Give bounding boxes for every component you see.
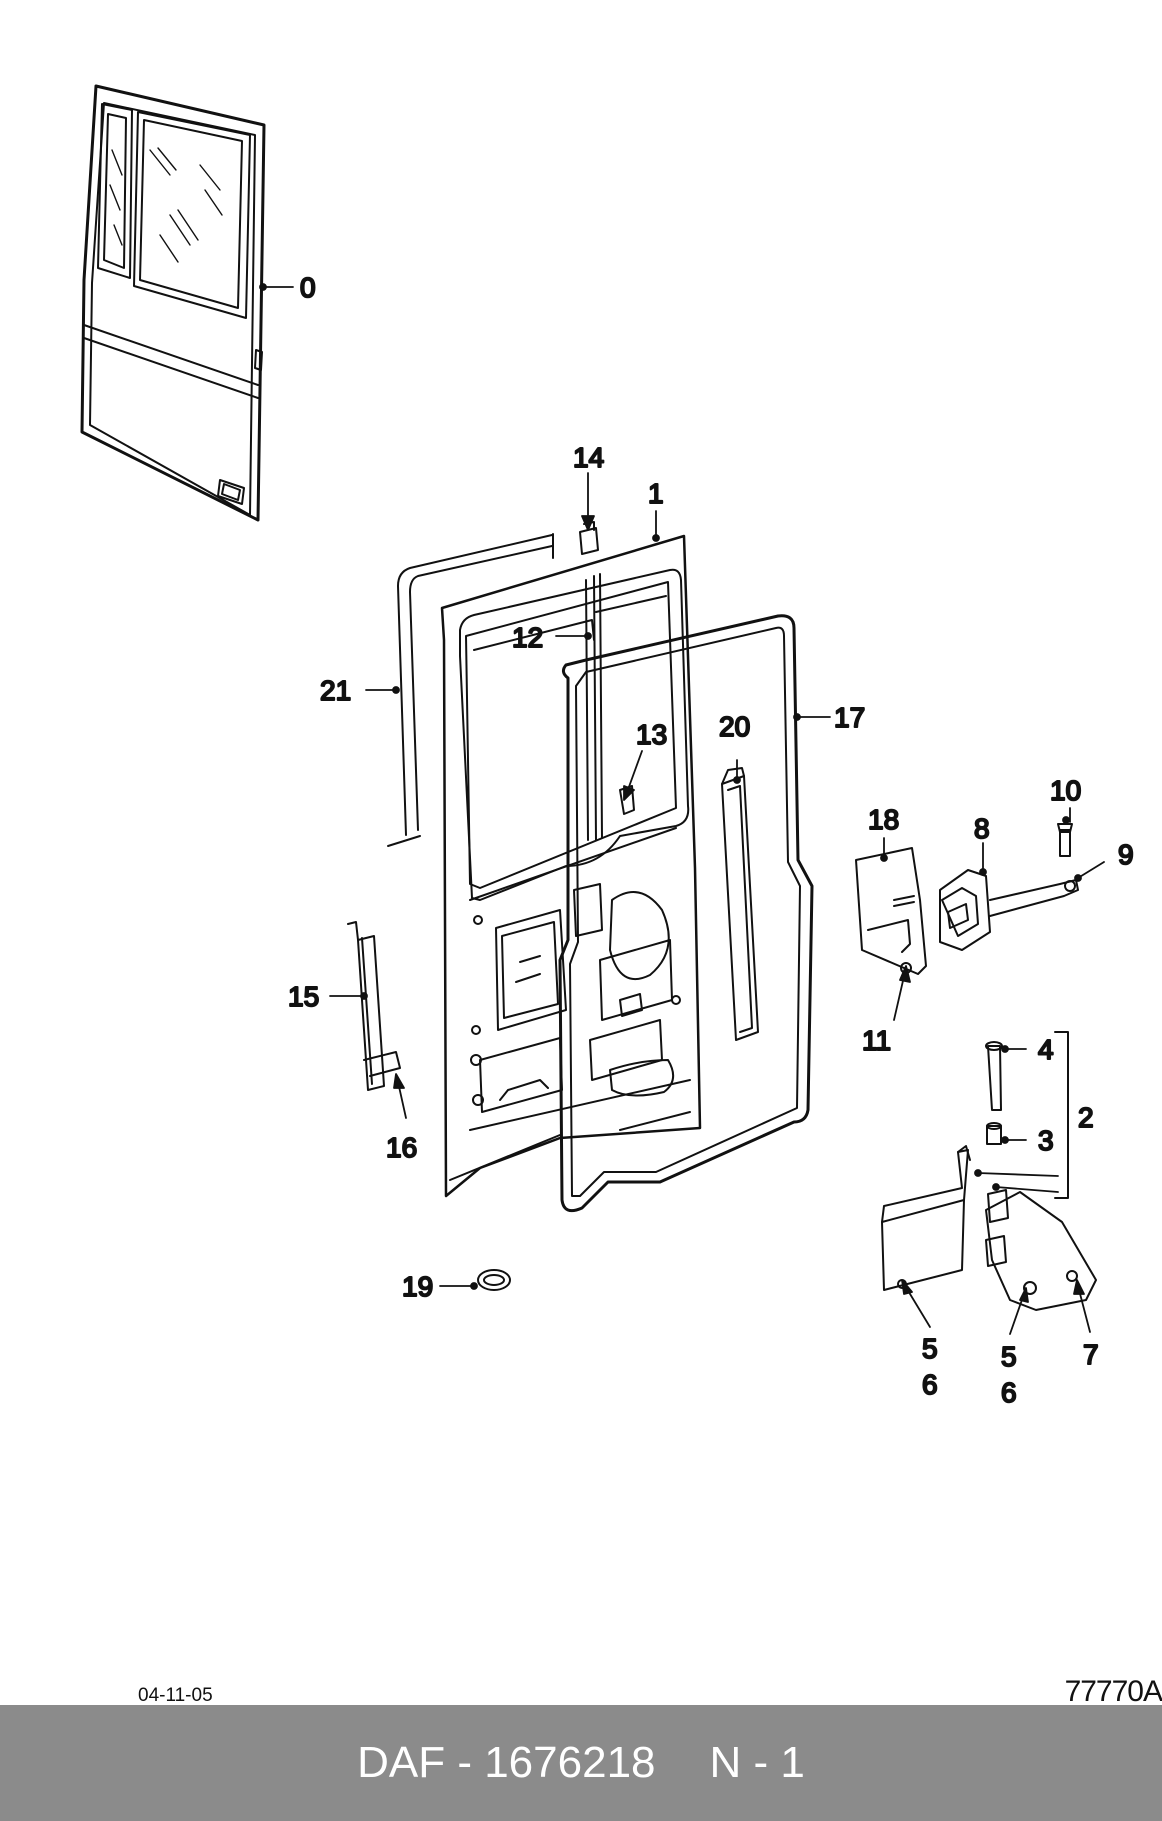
callout-18: 18 — [868, 804, 899, 835]
callout-2: 2 — [1078, 1102, 1094, 1133]
door-frame-seal-part — [558, 614, 814, 1213]
part-number-text: DAF - 1676218 — [357, 1738, 656, 1787]
glass-run-channel-part — [585, 573, 603, 841]
callout-6-right: 6 — [1001, 1377, 1017, 1408]
callout-11: 11 — [862, 1025, 891, 1056]
footer-bar: DAF - 1676218 N - 1 — [0, 1705, 1162, 1821]
door-check-part — [939, 869, 1079, 951]
hinge-bushing-part — [986, 1122, 1002, 1145]
callout-16: 16 — [386, 1132, 417, 1163]
callout-10: 10 — [1050, 775, 1081, 806]
leader-lines — [259, 283, 1105, 1335]
callout-5-left: 5 — [922, 1333, 938, 1364]
callout-13: 13 — [636, 719, 667, 750]
callout-19: 19 — [402, 1271, 433, 1302]
callout-17: 17 — [834, 702, 865, 733]
callout-14: 14 — [573, 442, 604, 473]
callout-21: 21 — [320, 675, 351, 706]
callout-5-right: 5 — [1001, 1341, 1017, 1372]
guide-rod-part — [347, 921, 401, 1091]
bolt-part — [1057, 823, 1073, 857]
footer-label: DAF - 1676218 N - 1 — [357, 1738, 805, 1788]
hinge-pin-part — [985, 1041, 1003, 1111]
callout-9: 9 — [1118, 839, 1134, 870]
grommet-part — [477, 1269, 511, 1291]
callout-3: 3 — [1038, 1125, 1054, 1156]
door-inner-panel-part — [440, 534, 702, 1198]
exploded-parts-diagram: 0 1 2 3 4 5 6 5 6 7 8 9 10 11 12 13 14 1… — [80, 84, 1135, 1409]
callout-12: 12 — [512, 622, 543, 653]
check-plate-part — [855, 847, 927, 975]
outer-seal-part — [387, 533, 554, 847]
complete-door-part — [80, 84, 266, 522]
callout-20: 20 — [719, 711, 750, 742]
callout-15: 15 — [288, 981, 319, 1012]
drawing-number: 77770A — [1064, 1675, 1162, 1708]
callout-8: 8 — [974, 813, 990, 844]
callout-4: 4 — [1038, 1034, 1054, 1065]
hinge-plate-left-part — [881, 1145, 971, 1291]
hinge-plate-right-part — [985, 1189, 1097, 1311]
callout-7: 7 — [1083, 1339, 1099, 1370]
group-bracket — [1054, 1031, 1069, 1199]
weatherstrip-part — [721, 767, 759, 1041]
callout-6-left: 6 — [922, 1369, 938, 1400]
diagram-date: 04-11-05 — [138, 1685, 213, 1706]
callout-0: 0 — [300, 272, 316, 303]
page-indicator-text: N - 1 — [709, 1738, 805, 1787]
callout-1: 1 — [648, 478, 664, 509]
